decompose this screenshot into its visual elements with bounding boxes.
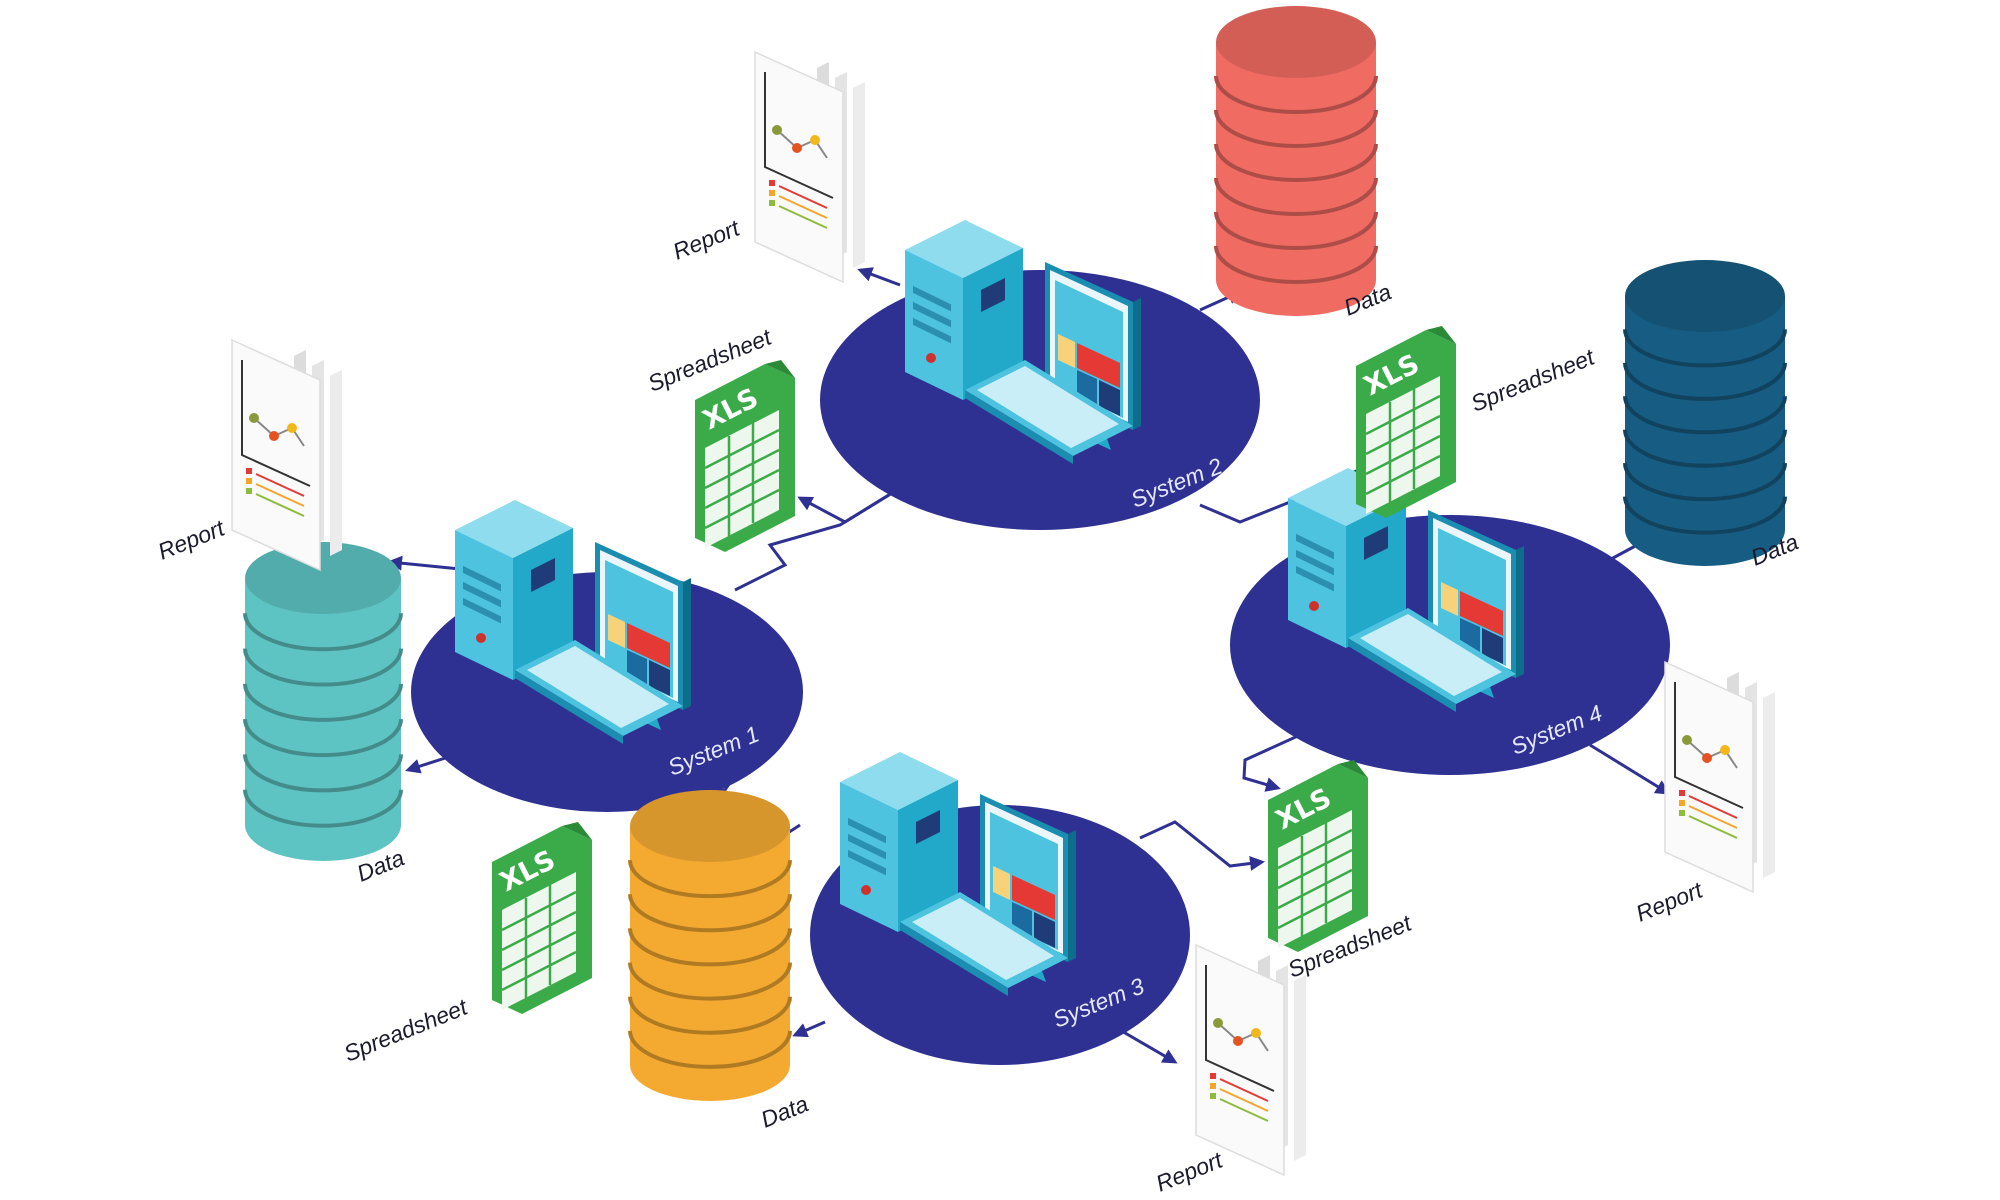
database-band [243, 719, 403, 758]
database-band [628, 962, 792, 1001]
arrow-s2-xls [797, 488, 898, 524]
database-band [243, 613, 403, 652]
spreadsheet-label-4: Spreadsheet [340, 993, 472, 1067]
system-4-report[interactable] [1664, 661, 1776, 893]
arrow-s4-xls [1242, 733, 1301, 792]
database-band [1623, 329, 1787, 368]
database-band [1623, 496, 1787, 535]
system-1-spreadsheet-top[interactable]: XLS [693, 358, 797, 554]
arrow-s3-xls [1139, 820, 1265, 871]
database-band [628, 894, 792, 933]
database-band [1623, 463, 1787, 502]
database-top [1625, 260, 1785, 332]
arrow-s2-report [857, 267, 901, 287]
system-3-database[interactable] [628, 790, 792, 1101]
system-4-spreadsheet[interactable]: XLS [1266, 758, 1370, 954]
system-2-database[interactable] [1214, 6, 1378, 316]
database-band [628, 860, 792, 899]
database-band [1214, 109, 1378, 148]
database-band [243, 648, 403, 687]
system-2-spreadsheet[interactable]: XLS [1354, 324, 1458, 520]
report-label-4: Report [1152, 1146, 1227, 1197]
system-3-report[interactable] [1195, 944, 1307, 1176]
database-band [1214, 211, 1378, 250]
database-band [1623, 429, 1787, 468]
database-band [1214, 177, 1378, 216]
system-1-database[interactable] [243, 542, 403, 861]
spreadsheet-label-2: Spreadsheet [1467, 343, 1599, 417]
data-label-4: Data [757, 1090, 812, 1132]
database-band [1214, 75, 1378, 114]
arrow-s3-data [792, 1020, 826, 1038]
report-label-3: Report [1632, 876, 1707, 927]
system-2-report[interactable] [754, 51, 866, 283]
database-band [243, 754, 403, 793]
system-1-report[interactable] [231, 339, 343, 571]
database-band [1214, 143, 1378, 182]
database-band [628, 996, 792, 1035]
report-label-1: Report [154, 514, 229, 565]
database-band [628, 1030, 792, 1069]
database-band [1623, 362, 1787, 401]
database-top [630, 790, 790, 862]
database-band [243, 683, 403, 722]
system-1-spreadsheet-bottom[interactable]: XLS [490, 820, 594, 1016]
system-4-database[interactable] [1623, 260, 1787, 566]
database-band [243, 789, 403, 828]
arrow-s3-report [1119, 1028, 1178, 1064]
database-top [1216, 6, 1376, 78]
database-band [1214, 245, 1378, 284]
database-band [628, 928, 792, 967]
database-band [1623, 396, 1787, 435]
report-label-2: Report [669, 214, 744, 265]
arrow-s4-report [1589, 743, 1671, 795]
database-top [245, 542, 401, 614]
